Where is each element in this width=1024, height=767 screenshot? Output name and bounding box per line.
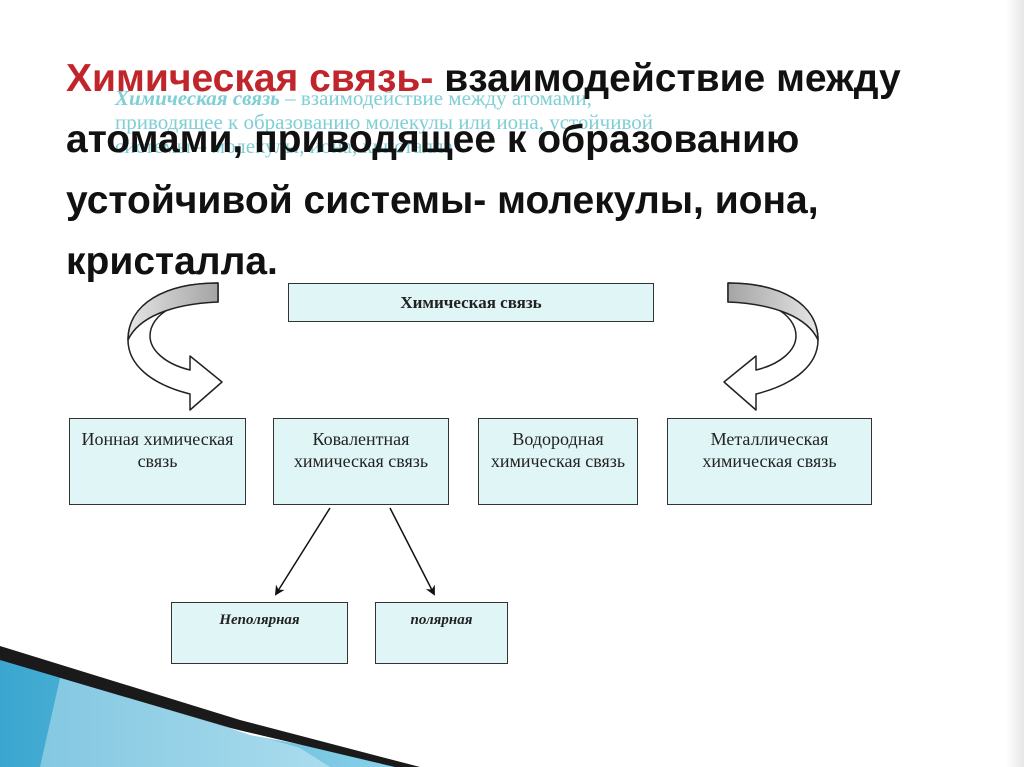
curved-arrow-left-icon (127, 282, 223, 411)
arrow-to-nonpolar (274, 507, 331, 596)
root-box: Химическая связь (288, 283, 654, 322)
title-term: Химическая связь- (66, 57, 434, 100)
curved-arrow-right-icon (723, 282, 819, 411)
background-line-1: – взаимодействие между атомами, (279, 86, 592, 110)
subtype-box-nonpolar: Неполярная (171, 602, 348, 664)
background-text: Химическая связь – взаимодействие между … (115, 86, 835, 158)
slide-edge-shadow (1006, 0, 1024, 767)
decorative-stripes (0, 646, 420, 767)
arrow-to-polar (389, 507, 435, 596)
type-box-hydrogen: Водородная химическая связь (478, 418, 638, 505)
background-line-3: системы – молекулы, иона, кристалла (115, 134, 453, 158)
slide-title: Химическая связь- взаимодействие между а… (66, 48, 926, 292)
title-definition: взаимодействие между атомами, приводящее… (66, 57, 901, 283)
subtype-box-polar: полярная (375, 602, 508, 664)
background-term: Химическая связь (115, 86, 280, 110)
type-box-metallic: Металлическая химическая связь (667, 418, 872, 505)
background-line-2: приводящее к образованию молекулы или ио… (115, 110, 653, 134)
type-box-ionic: Ионная химическая связь (69, 418, 246, 505)
type-box-covalent: Ковалентная химическая связь (273, 418, 449, 505)
